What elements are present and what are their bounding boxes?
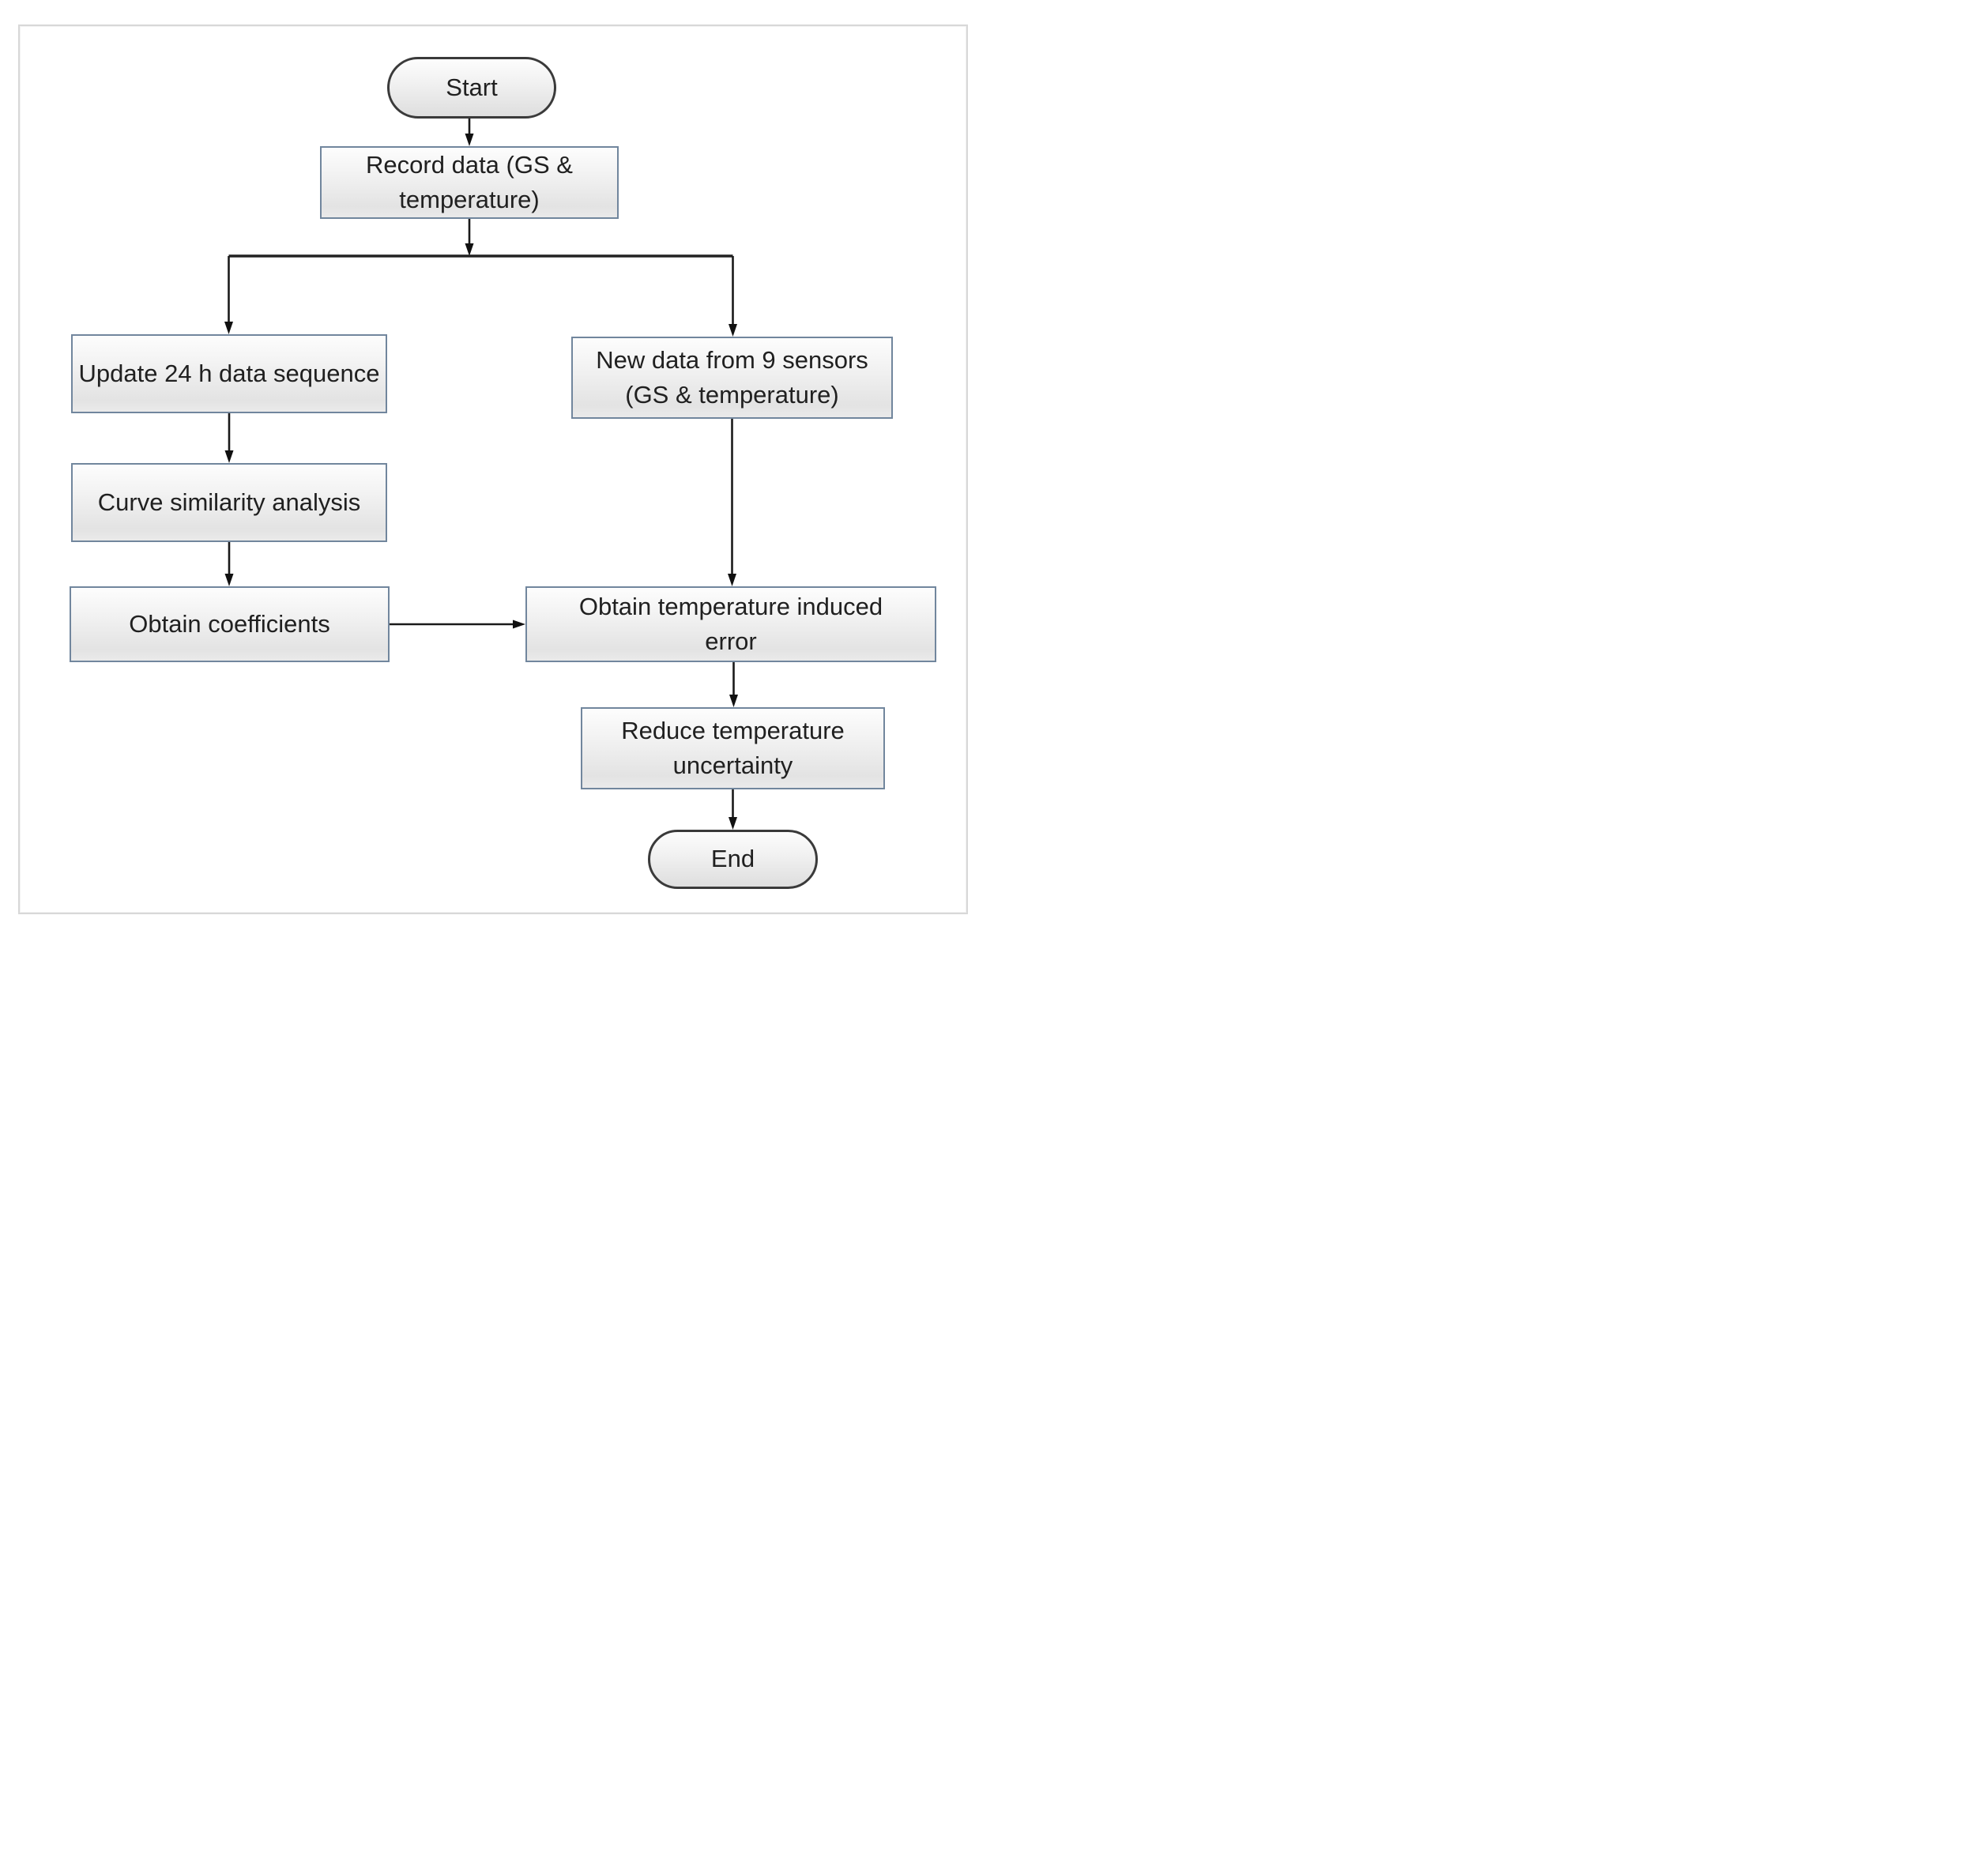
node-obtain-coefficients-label: Obtain coefficients (129, 609, 330, 638)
edge-branch-update (224, 256, 233, 334)
node-temperature-induced-error: Obtain temperature induced error (525, 586, 936, 662)
node-curve-similarity-label: Curve similarity analysis (97, 488, 361, 516)
node-end: End (648, 830, 818, 889)
flowchart-figure: Start Record data (GS & temperature) Upd… (0, 0, 994, 934)
node-start-label: Start (446, 73, 498, 101)
node-update-24h-sequence: Update 24 h data sequence (71, 334, 387, 413)
connector-layer (224, 109, 738, 830)
edge-update-curve (224, 413, 234, 463)
node-reduce-uncertainty-label: Reduce temperature uncertainty (621, 716, 845, 779)
edge-newdata-error (728, 419, 736, 586)
edge-reduce-end (729, 789, 737, 830)
node-start: Start (387, 57, 556, 119)
node-new-data-9-sensors: New data from 9 sensors (GS & temperatur… (571, 337, 893, 419)
node-record-data-label: Record data (GS & temperature) (366, 150, 573, 213)
edge-obtain-error (390, 620, 525, 629)
edge-record-branch (465, 219, 474, 256)
node-update-24h-sequence-label: Update 24 h data sequence (78, 359, 380, 387)
node-obtain-coefficients: Obtain coefficients (70, 586, 390, 662)
node-curve-similarity: Curve similarity analysis (71, 463, 387, 542)
edge-curve-obtain (224, 542, 234, 586)
node-temperature-induced-error-label: Obtain temperature induced error (578, 592, 883, 655)
node-reduce-uncertainty: Reduce temperature uncertainty (581, 707, 885, 789)
node-record-data: Record data (GS & temperature) (320, 146, 619, 219)
edge-branch-newdata (729, 256, 737, 337)
node-new-data-9-sensors-label: New data from 9 sensors (GS & temperatur… (596, 345, 868, 409)
node-end-label: End (710, 845, 755, 873)
edge-error-reduce (729, 662, 738, 707)
